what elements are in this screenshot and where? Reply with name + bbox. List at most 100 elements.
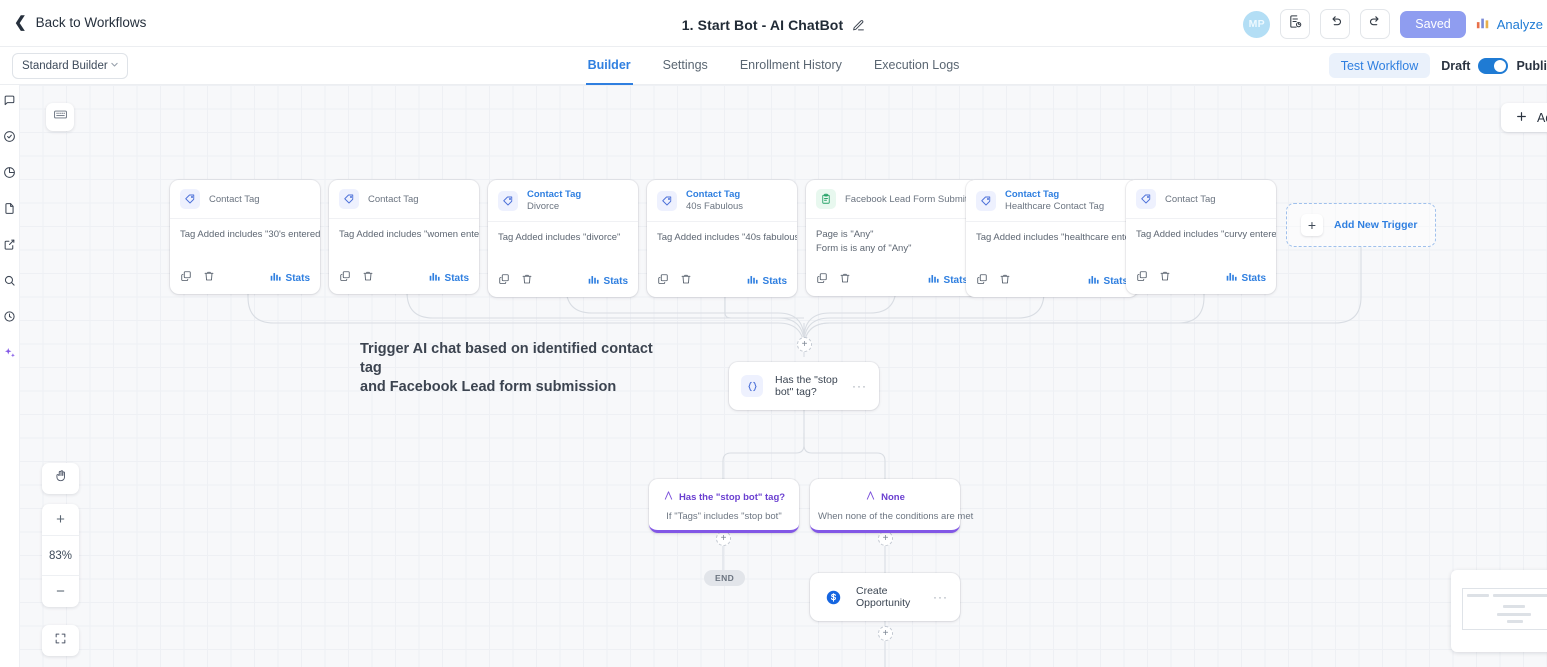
trigger-card[interactable]: Contact Tag Tag Added includes "30's ent…	[170, 180, 320, 294]
undo-button[interactable]	[1320, 9, 1351, 39]
tab-enrollment-history[interactable]: Enrollment History	[724, 47, 858, 85]
node-branch-left[interactable]: Has the "stop bot" tag? If "Tags" includ…	[649, 479, 799, 533]
stats-label: Stats	[444, 272, 469, 284]
add-step-handle[interactable]: +	[878, 531, 893, 546]
delete-icon[interactable]	[521, 272, 533, 290]
stats-button[interactable]: Stats	[270, 271, 310, 285]
rail-item-documents[interactable]	[0, 193, 19, 229]
rail-item-chat[interactable]	[0, 85, 19, 121]
stats-label: Stats	[285, 272, 310, 284]
builder-type-select[interactable]: Standard Builder	[12, 53, 128, 79]
draft-label: Draft	[1441, 58, 1471, 73]
duplicate-icon[interactable]	[498, 272, 510, 290]
stats-button[interactable]: Stats	[429, 271, 469, 285]
analyze-button[interactable]: Analyze	[1476, 16, 1545, 33]
stats-button[interactable]: Stats	[1226, 271, 1266, 285]
tab-settings-label: Settings	[662, 58, 708, 72]
duplicate-icon[interactable]	[976, 272, 988, 290]
node-create-opportunity[interactable]: Create Opportunity ···	[810, 573, 960, 621]
minimap-panel[interactable]	[1451, 570, 1547, 652]
delete-icon[interactable]	[203, 269, 215, 287]
tag-icon	[976, 190, 996, 211]
rail-item-history[interactable]	[0, 301, 19, 337]
add-new-trigger-button[interactable]: + Add New Trigger	[1286, 203, 1436, 247]
document-icon	[3, 202, 16, 220]
bar-chart-icon	[747, 274, 758, 288]
trigger-conditions: Tag Added includes "healthcare entered"	[966, 222, 1138, 267]
workflow-canvas[interactable]: Add + 83% −	[19, 85, 1547, 667]
add-step-handle[interactable]: +	[716, 531, 731, 546]
stats-button[interactable]: Stats	[747, 274, 787, 288]
zoom-controls: + 83% −	[42, 504, 79, 607]
add-step-handle[interactable]: +	[878, 626, 893, 641]
test-workflow-button[interactable]: Test Workflow	[1328, 53, 1431, 78]
duplicate-icon[interactable]	[657, 272, 669, 290]
trigger-card[interactable]: Contact Tag Tag Added includes "curvy en…	[1126, 180, 1276, 294]
duplicate-icon[interactable]	[1136, 269, 1148, 287]
stats-button[interactable]: Stats	[588, 274, 628, 288]
chat-bubble-icon	[3, 94, 16, 112]
back-to-workflows-button[interactable]: ❮ Back to Workflows	[14, 15, 146, 30]
branch-right-subtitle: When none of the conditions are met	[818, 511, 974, 522]
tab-execution-logs[interactable]: Execution Logs	[858, 47, 975, 85]
trigger-card[interactable]: Contact Tag Tag Added includes "women en…	[329, 180, 479, 294]
delete-icon[interactable]	[680, 272, 692, 290]
add-trigger-plus: +	[1307, 217, 1317, 233]
trigger-card[interactable]: Contact Tag Divorce Tag Added includes "…	[488, 180, 638, 297]
stats-button[interactable]: Stats	[928, 273, 968, 287]
zoom-out-button[interactable]: −	[42, 576, 79, 607]
sub-bar: Standard Builder Builder Settings Enroll…	[0, 47, 1547, 85]
add-button-label: Add	[1537, 110, 1547, 125]
keyboard-shortcuts-button[interactable]	[46, 103, 74, 131]
tag-icon	[180, 189, 200, 209]
duplicate-icon[interactable]	[816, 271, 828, 289]
trigger-condition-line: Page is "Any"	[816, 229, 874, 240]
fit-to-screen-button[interactable]	[42, 625, 79, 656]
tab-settings[interactable]: Settings	[647, 47, 724, 85]
add-button[interactable]: Add	[1501, 103, 1547, 132]
tab-builder[interactable]: Builder	[572, 47, 647, 85]
trigger-card[interactable]: Contact Tag 40s Fabulous Tag Added inclu…	[647, 180, 797, 297]
duplicate-icon[interactable]	[339, 269, 351, 287]
branch-right-title: None	[881, 491, 905, 503]
delete-icon[interactable]	[999, 272, 1011, 290]
saved-button[interactable]: Saved	[1400, 10, 1466, 38]
rail-item-ai[interactable]	[0, 337, 19, 373]
rail-item-stats[interactable]	[0, 157, 19, 193]
duplicate-icon[interactable]	[180, 269, 192, 287]
pan-tool-button[interactable]	[42, 463, 79, 494]
annotation-line-1: Trigger AI chat based on identified cont…	[360, 341, 653, 376]
tag-icon	[339, 189, 359, 209]
zoom-in-button[interactable]: +	[42, 504, 79, 536]
notes-history-button[interactable]	[1280, 9, 1311, 39]
draft-publish-toggle-group: Draft Publi	[1441, 57, 1547, 74]
node-menu-button[interactable]: ···	[852, 379, 867, 393]
stats-button[interactable]: Stats	[1088, 274, 1128, 288]
saved-label: Saved	[1415, 17, 1451, 31]
sparkle-ai-icon	[3, 346, 17, 365]
rail-item-tasks[interactable]	[0, 121, 19, 157]
add-step-handle[interactable]: +	[797, 337, 812, 352]
trigger-card[interactable]: Contact Tag Healthcare Contact Tag Tag A…	[966, 180, 1138, 297]
delete-icon[interactable]	[1159, 269, 1171, 287]
node-menu-button[interactable]: ···	[933, 590, 948, 604]
delete-icon[interactable]	[839, 271, 851, 289]
trigger-footer: Stats	[488, 267, 638, 297]
builder-type-value: Standard Builder	[22, 60, 108, 72]
avatar[interactable]: MP	[1243, 10, 1271, 38]
branch-left-title: Has the "stop bot" tag?	[678, 491, 786, 503]
rail-item-open-external[interactable]	[0, 229, 19, 265]
check-circle-icon	[3, 130, 16, 148]
node-condition[interactable]: Has the "stop bot" tag? ···	[729, 362, 879, 410]
trigger-card[interactable]: Facebook Lead Form Submitted Page is "An…	[806, 180, 978, 296]
edit-pencil-icon[interactable]	[852, 19, 865, 32]
zoom-level-label: 83%	[48, 549, 73, 562]
rail-item-search[interactable]	[0, 265, 19, 301]
document-refresh-icon	[1288, 14, 1303, 34]
trigger-footer: Stats	[170, 264, 320, 294]
redo-button[interactable]	[1360, 9, 1391, 39]
analyze-chart-icon	[1476, 16, 1490, 33]
node-branch-right[interactable]: None When none of the conditions are met	[810, 479, 974, 533]
publish-toggle[interactable]	[1478, 57, 1509, 74]
delete-icon[interactable]	[362, 269, 374, 287]
